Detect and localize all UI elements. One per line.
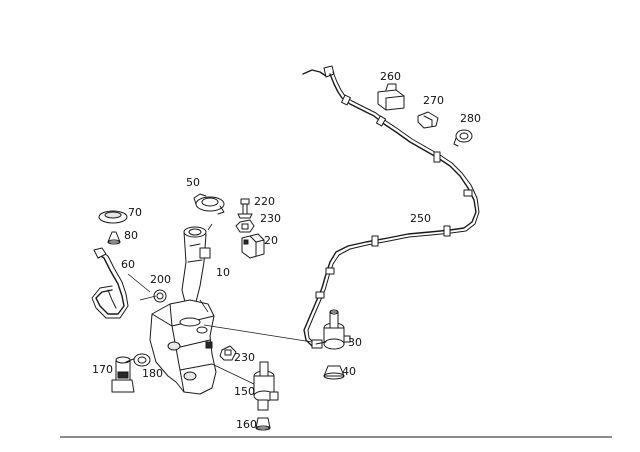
nut-230-upper bbox=[235, 219, 255, 233]
clamp-280 bbox=[453, 129, 473, 147]
label-20: 20 bbox=[264, 234, 278, 247]
label-160: 160 bbox=[236, 418, 257, 431]
grommet-70 bbox=[98, 210, 128, 224]
label-180: 180 bbox=[142, 367, 163, 380]
nut-230-lower bbox=[219, 345, 237, 361]
label-70: 70 bbox=[128, 206, 142, 219]
label-220: 220 bbox=[254, 195, 275, 208]
label-150: 150 bbox=[234, 385, 255, 398]
part-number-labels: 10 20 30 40 50 60 70 80 150 160 170 180 … bbox=[92, 70, 481, 431]
label-40: 40 bbox=[342, 365, 356, 378]
label-230-lower: 230 bbox=[234, 351, 255, 364]
label-170: 170 bbox=[92, 363, 113, 376]
label-30: 30 bbox=[348, 336, 362, 349]
label-60: 60 bbox=[121, 258, 135, 271]
washer-pump-150 bbox=[253, 361, 279, 411]
label-250: 250 bbox=[410, 212, 431, 225]
label-270: 270 bbox=[423, 94, 444, 107]
clip-270 bbox=[417, 111, 439, 129]
grommet-40 bbox=[323, 365, 345, 380]
grommet-180 bbox=[133, 353, 151, 367]
plug-80 bbox=[107, 231, 121, 245]
washer-hose-250 bbox=[302, 65, 480, 347]
label-10: 10 bbox=[216, 266, 230, 279]
grommet-160 bbox=[255, 417, 271, 431]
washer-pump-30 bbox=[311, 309, 351, 350]
oring-200 bbox=[153, 289, 167, 303]
level-sensor-20 bbox=[241, 233, 265, 259]
label-280: 280 bbox=[460, 112, 481, 125]
label-200: 200 bbox=[150, 273, 171, 286]
filler-cap-50 bbox=[193, 193, 225, 215]
label-260: 260 bbox=[380, 70, 401, 83]
washer-reservoir-10 bbox=[149, 226, 217, 395]
label-50: 50 bbox=[186, 176, 200, 189]
bracket-260 bbox=[377, 83, 405, 111]
filler-pipe-60 bbox=[91, 247, 129, 319]
label-80: 80 bbox=[124, 229, 138, 242]
level-sensor-170 bbox=[111, 356, 137, 393]
leader-lines bbox=[127, 223, 313, 385]
label-230-upper: 230 bbox=[260, 212, 281, 225]
screw-220 bbox=[237, 198, 253, 219]
